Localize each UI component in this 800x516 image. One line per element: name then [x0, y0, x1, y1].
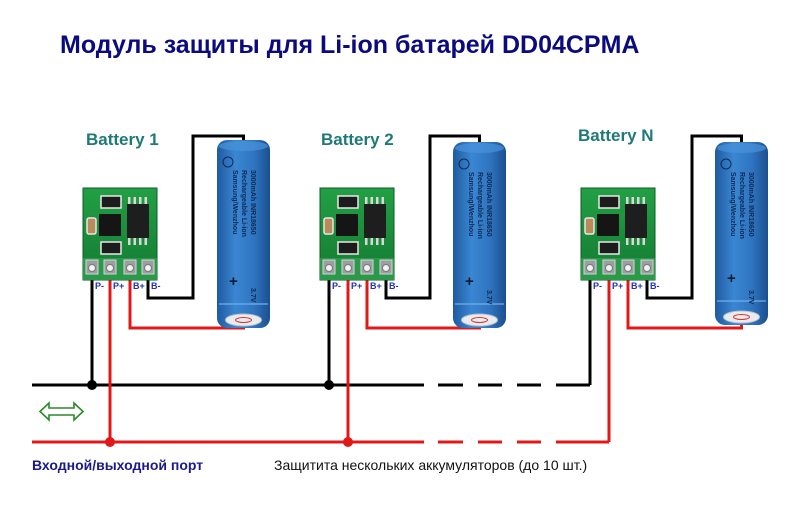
battery-label: Battery N: [578, 126, 654, 145]
positive-junction: [343, 437, 353, 447]
solder-pad: [624, 264, 632, 272]
cell-voltage: 3.7V: [747, 290, 754, 305]
solder-pad: [363, 264, 371, 272]
bus-lines: [32, 383, 609, 444]
cell-capacity: 3000mAh INR18650: [249, 170, 256, 235]
pin-label: P-: [593, 281, 602, 291]
brand-logo-icon: [222, 156, 234, 168]
cell-capacity: 3000mAh INR18650: [747, 172, 754, 237]
pin-label: P-: [332, 281, 341, 291]
pin-label: P+: [113, 281, 124, 291]
pin-label: B+: [631, 281, 643, 291]
protection-pcb: [82, 187, 158, 281]
polarity-mark: +: [229, 273, 238, 290]
pin-label: B-: [151, 281, 161, 291]
brand-logo-icon: [458, 158, 470, 170]
pin-label: B-: [389, 281, 399, 291]
positive-terminal: [723, 310, 760, 324]
polarity-mark: +: [465, 273, 474, 290]
solder-pad: [126, 264, 134, 272]
solder-pad: [586, 264, 594, 272]
negative-junction: [324, 380, 334, 390]
capacity-note: Защитита нескольких аккумуляторов (до 10…: [274, 457, 587, 473]
pin-label: B+: [370, 281, 382, 291]
cell-capacity: 3000mAh INR18650: [485, 172, 492, 237]
polarity-mark: +: [727, 270, 736, 287]
pin-label: P-: [95, 281, 104, 291]
port-label: Входной/выходной порт: [32, 457, 203, 473]
b-minus-wire: [146, 134, 245, 300]
solder-pad: [88, 264, 96, 272]
pin-label: P+: [351, 281, 362, 291]
pin-label: B-: [650, 281, 660, 291]
cell-voltage: 3.7V: [485, 290, 492, 305]
solder-pad: [382, 264, 390, 272]
cell-brand: Samsung/Wenzhou: [231, 170, 238, 234]
cell-type: Rechargeable Li-ion: [476, 172, 483, 239]
battery-label: Battery 2: [321, 130, 394, 149]
solder-pad: [106, 264, 114, 272]
cell-voltage: 3.7V: [249, 288, 256, 303]
solder-pad: [325, 264, 333, 272]
positive-junction: [105, 437, 115, 447]
cell-brand: Samsung/Wenzhou: [467, 172, 474, 236]
b-minus-wire: [384, 134, 481, 300]
protection-pcb: [580, 187, 656, 281]
b-minus-wire: [645, 134, 743, 300]
pin-label: B+: [133, 281, 145, 291]
pin-label: P+: [612, 281, 623, 291]
solder-pad: [643, 264, 651, 272]
double-arrow-icon: [38, 401, 85, 422]
brand-logo-icon: [720, 158, 732, 170]
solder-pad: [144, 264, 152, 272]
protection-pcb: [319, 187, 395, 281]
cell-type: Rechargeable Li-ion: [738, 172, 745, 239]
cell-type: Rechargeable Li-ion: [240, 170, 247, 237]
cell-brand: Samsung/Wenzhou: [729, 172, 736, 236]
negative-junction: [87, 380, 97, 390]
solder-pad: [344, 264, 352, 272]
battery-label: Battery 1: [86, 130, 159, 149]
solder-pad: [605, 264, 613, 272]
page-title: Модуль защиты для Li-ion батарей DD04CPM…: [60, 31, 639, 59]
positive-terminal: [225, 313, 262, 327]
positive-terminal: [461, 313, 498, 327]
